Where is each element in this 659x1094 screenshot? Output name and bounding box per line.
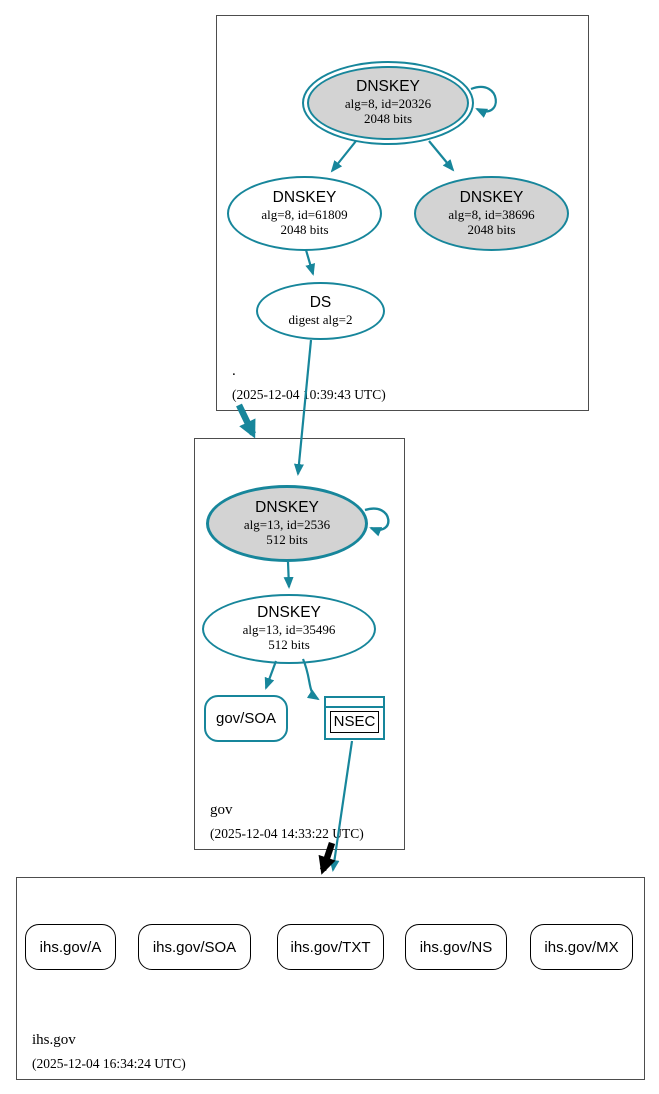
rrset-label: ihs.gov/NS (419, 938, 493, 956)
node-title: DNSKEY (459, 188, 524, 206)
node-title: DNSKEY (257, 604, 321, 622)
zone-timestamp-root: (2025-12-04 10:39:43 UTC) (232, 387, 386, 402)
rrset-label: ihs.gov/MX (544, 938, 619, 956)
nsec-node-gov[interactable]: NSEC (324, 696, 385, 740)
dnskey-node-gov-ksk-2536[interactable]: DNSKEY alg=13, id=2536 512 bits (206, 485, 368, 562)
node-title: DNSKEY (272, 188, 337, 206)
node-detail: 512 bits (268, 637, 310, 653)
node-title: DNSKEY (356, 78, 420, 96)
zone-box-ihs-gov: ihs.gov (2025-12-04 16:34:24 UTC) (16, 877, 645, 1080)
rrset-label: gov/SOA (215, 710, 277, 727)
node-detail: digest alg=2 (288, 311, 353, 327)
node-detail: alg=13, id=2536 (243, 516, 331, 532)
node-detail: 512 bits (266, 531, 308, 547)
rrset-node-gov-soa[interactable]: gov/SOA (204, 695, 288, 742)
nsec-label: NSEC (333, 713, 376, 730)
dnskey-node-root-ksk-20326-inner: DNSKEY alg=8, id=20326 2048 bits (306, 65, 470, 141)
rrset-node-ihs-gov-txt[interactable]: ihs.gov/TXT (277, 924, 384, 970)
zone-name-ihs-gov: ihs.gov (32, 1032, 76, 1048)
zone-name-root: . (232, 363, 236, 379)
node-detail: alg=8, id=38696 (448, 206, 535, 222)
rrset-label: ihs.gov/A (39, 938, 102, 956)
node-detail: alg=8, id=61809 (261, 206, 348, 222)
node-detail: 2048 bits (280, 221, 329, 237)
dnskey-node-root-zsk-61809[interactable]: DNSKEY alg=8, id=61809 2048 bits (227, 176, 382, 251)
rrset-node-ihs-gov-ns[interactable]: ihs.gov/NS (405, 924, 507, 970)
node-detail: alg=13, id=35496 (242, 622, 336, 638)
nsec-label-box: NSEC (330, 711, 379, 733)
zone-timestamp-gov: (2025-12-04 14:33:22 UTC) (210, 826, 364, 841)
node-detail: 2048 bits (467, 221, 516, 237)
zone-timestamp-ihs-gov: (2025-12-04 16:34:24 UTC) (32, 1056, 186, 1071)
rrset-node-ihs-gov-soa[interactable]: ihs.gov/SOA (138, 924, 251, 970)
rrset-label: ihs.gov/SOA (152, 938, 237, 956)
node-title: DNSKEY (255, 498, 319, 516)
dnskey-node-root-ksk-20326[interactable]: DNSKEY alg=8, id=20326 2048 bits (302, 61, 474, 145)
nsec-header-band (326, 698, 383, 708)
node-detail: 2048 bits (363, 111, 413, 127)
rrset-node-ihs-gov-mx[interactable]: ihs.gov/MX (530, 924, 633, 970)
dnskey-node-root-38696[interactable]: DNSKEY alg=8, id=38696 2048 bits (414, 176, 569, 251)
rrset-label: ihs.gov/TXT (290, 938, 371, 956)
rrset-node-ihs-gov-a[interactable]: ihs.gov/A (25, 924, 116, 970)
dnskey-node-gov-zsk-35496[interactable]: DNSKEY alg=13, id=35496 512 bits (202, 594, 376, 664)
zone-name-gov: gov (210, 802, 233, 818)
node-detail: alg=8, id=20326 (344, 96, 432, 112)
ds-node-gov[interactable]: DS digest alg=2 (256, 282, 385, 340)
node-title: DS (309, 293, 332, 311)
